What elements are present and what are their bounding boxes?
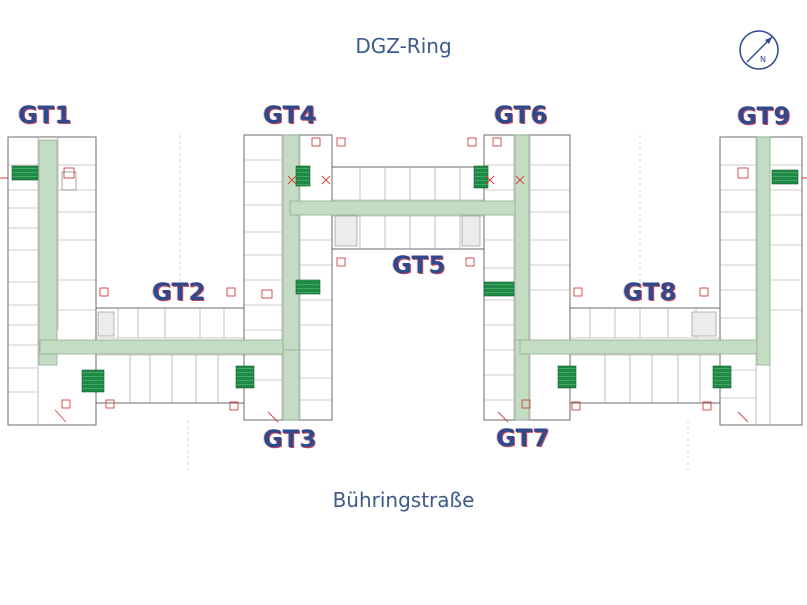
north-arrow-icon: N (738, 29, 780, 71)
corridor-gt9 (756, 136, 771, 366)
wing-label-gt9: GT9 (737, 102, 791, 130)
wing-label-gt8: GT8 (623, 278, 677, 306)
corridor-gt8 (519, 339, 766, 355)
corridor-gt3 (282, 339, 300, 421)
wing-label-gt4: GT4 (263, 101, 317, 129)
wing-label-gt5: GT5 (392, 251, 446, 279)
fire-safety-markers (0, 137, 807, 423)
stairwells (11, 165, 799, 393)
compass-label: N (760, 55, 766, 64)
corridor-gt4 (282, 134, 300, 351)
corridor-gt1 (38, 139, 58, 366)
wing-label-gt6: GT6 (494, 101, 548, 129)
sanitary-blocks (97, 215, 717, 337)
corridor-gt5 (289, 200, 527, 216)
wing-label-gt7: GT7 (496, 424, 550, 452)
corridor-gt2 (39, 339, 296, 355)
wing-label-gt2: GT2 (152, 278, 206, 306)
street-label-south: Bühringstraße (332, 488, 475, 512)
street-label-north: DGZ-Ring (355, 34, 452, 58)
corridor-gt6 (514, 134, 530, 351)
building-outline (7, 134, 803, 426)
corridors (38, 134, 771, 421)
wing-label-gt1: GT1 (18, 101, 72, 129)
wing-label-gt3: GT3 (263, 425, 317, 453)
